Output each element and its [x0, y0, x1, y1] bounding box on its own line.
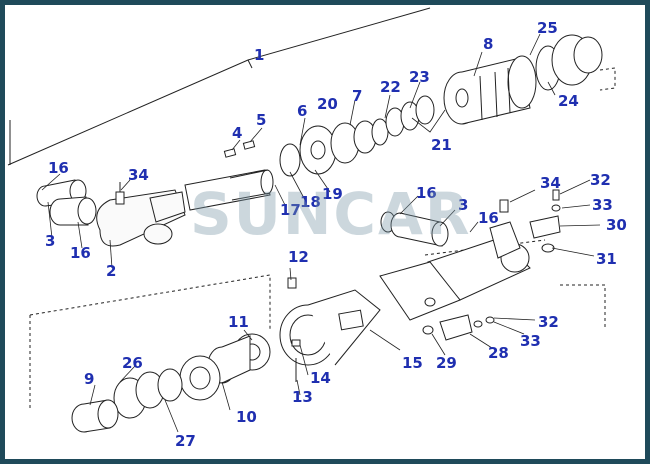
label-16-middle: 16 [416, 184, 437, 202]
part-32-33-washers-lower [473, 316, 495, 328]
part-16-bushing-right [380, 211, 449, 247]
label-17: 17 [280, 201, 301, 219]
label-3-left: 3 [45, 232, 55, 250]
label-16-lower-left: 16 [70, 244, 91, 262]
part-2-rod-eye [96, 189, 186, 247]
label-21: 21 [431, 136, 452, 154]
label-25: 25 [537, 19, 558, 37]
label-13: 13 [292, 388, 313, 406]
label-6: 6 [297, 102, 307, 120]
label-5: 5 [256, 111, 266, 129]
part-34-nipple-left [115, 182, 125, 205]
part-13-14-screws [291, 339, 301, 382]
label-32-upper: 32 [590, 171, 611, 189]
label-2: 2 [106, 262, 116, 280]
leader-lines [41, 33, 601, 433]
label-22: 22 [380, 78, 401, 96]
label-28: 28 [488, 344, 509, 362]
label-15: 15 [402, 354, 423, 372]
label-4: 4 [232, 124, 242, 142]
cylinder-tube [379, 221, 531, 321]
part-24-end-rings [535, 34, 603, 91]
label-11: 11 [228, 313, 249, 331]
label-10: 10 [236, 408, 257, 426]
part-4-5-bolts [223, 140, 256, 158]
label-30: 30 [606, 216, 627, 234]
label-12: 12 [288, 248, 309, 266]
part-19-washers [279, 118, 389, 177]
part-15-cylinder-head [279, 289, 381, 366]
part-21-rings [385, 95, 435, 137]
label-18: 18 [300, 193, 321, 211]
label-9: 9 [84, 370, 94, 388]
label-29: 29 [436, 354, 457, 372]
part-34-nipple-right [499, 199, 509, 213]
label-33-upper: 33 [592, 196, 613, 214]
part-12-bolt [287, 277, 297, 289]
label-27: 27 [175, 432, 196, 450]
part-labels: 1 2 3 3 4 5 6 7 8 9 10 11 12 13 14 15 16… [45, 19, 627, 450]
part-30-bracket [529, 189, 561, 253]
part-3-bushing-left [36, 179, 97, 226]
label-31: 31 [596, 250, 617, 268]
part-17-rod-shaft [184, 169, 274, 211]
label-7: 7 [352, 87, 362, 105]
part-26-27-seal-rings [113, 368, 183, 419]
label-8: 8 [483, 35, 493, 53]
label-3-right: 3 [458, 196, 468, 214]
label-16-upper-left: 16 [48, 159, 69, 177]
label-32-lower: 32 [538, 313, 559, 331]
part-28-bracket [422, 314, 473, 341]
part-9-bushing [71, 399, 119, 433]
label-19: 19 [322, 185, 343, 203]
label-24: 24 [558, 92, 579, 110]
label-20: 20 [317, 95, 338, 113]
part-8-piston [443, 55, 537, 125]
label-34-right: 34 [540, 174, 561, 192]
label-23: 23 [409, 68, 430, 86]
label-1: 1 [254, 46, 264, 64]
label-26: 26 [122, 354, 143, 372]
label-16-right: 16 [478, 209, 499, 227]
label-34-left: 34 [128, 166, 149, 184]
part-10-11-gland [179, 333, 271, 401]
label-33-lower: 33 [520, 332, 541, 350]
label-14: 14 [310, 369, 331, 387]
